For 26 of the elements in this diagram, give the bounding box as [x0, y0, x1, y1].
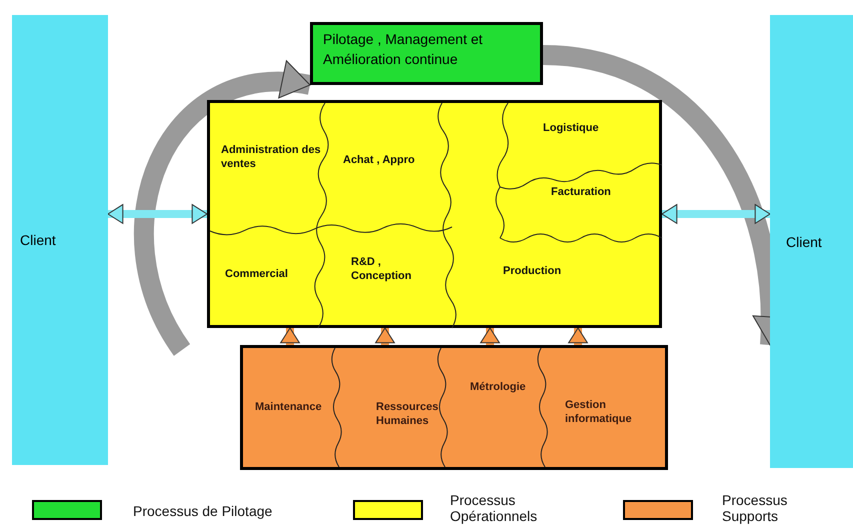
process-label: R&D , Conception	[351, 255, 431, 285]
legend-label: Processus Supports	[722, 492, 788, 524]
arrow	[280, 328, 300, 345]
double-arrow	[108, 204, 208, 224]
process-area: Maintenance	[243, 348, 338, 467]
process-area: Gestion informatique	[543, 348, 665, 467]
client-bar: Client	[770, 15, 853, 468]
client-bar: Client	[12, 15, 108, 465]
process-block	[240, 345, 668, 470]
arrow	[134, 62, 311, 356]
process-label: Achat , Appro	[343, 153, 433, 169]
process-label: Facturation	[551, 185, 626, 201]
process-label: Production	[503, 264, 583, 280]
process-label: Commercial	[225, 267, 305, 283]
process-label: Logistique	[543, 121, 613, 137]
legend-label: Processus de Pilotage	[133, 503, 274, 519]
legend-label: Processus Opérationnels	[450, 492, 538, 524]
double-arrow	[662, 204, 770, 224]
arrow	[480, 328, 500, 345]
process-area: Ressources Humaines	[338, 348, 443, 467]
arrow	[375, 328, 395, 345]
process-label: Administration des ventes	[221, 143, 321, 173]
process-block	[207, 100, 662, 328]
process-box: Pilotage , Management et Amélioration continue	[310, 22, 543, 85]
process-area: Métrologie	[443, 348, 543, 467]
arrow	[568, 328, 588, 345]
